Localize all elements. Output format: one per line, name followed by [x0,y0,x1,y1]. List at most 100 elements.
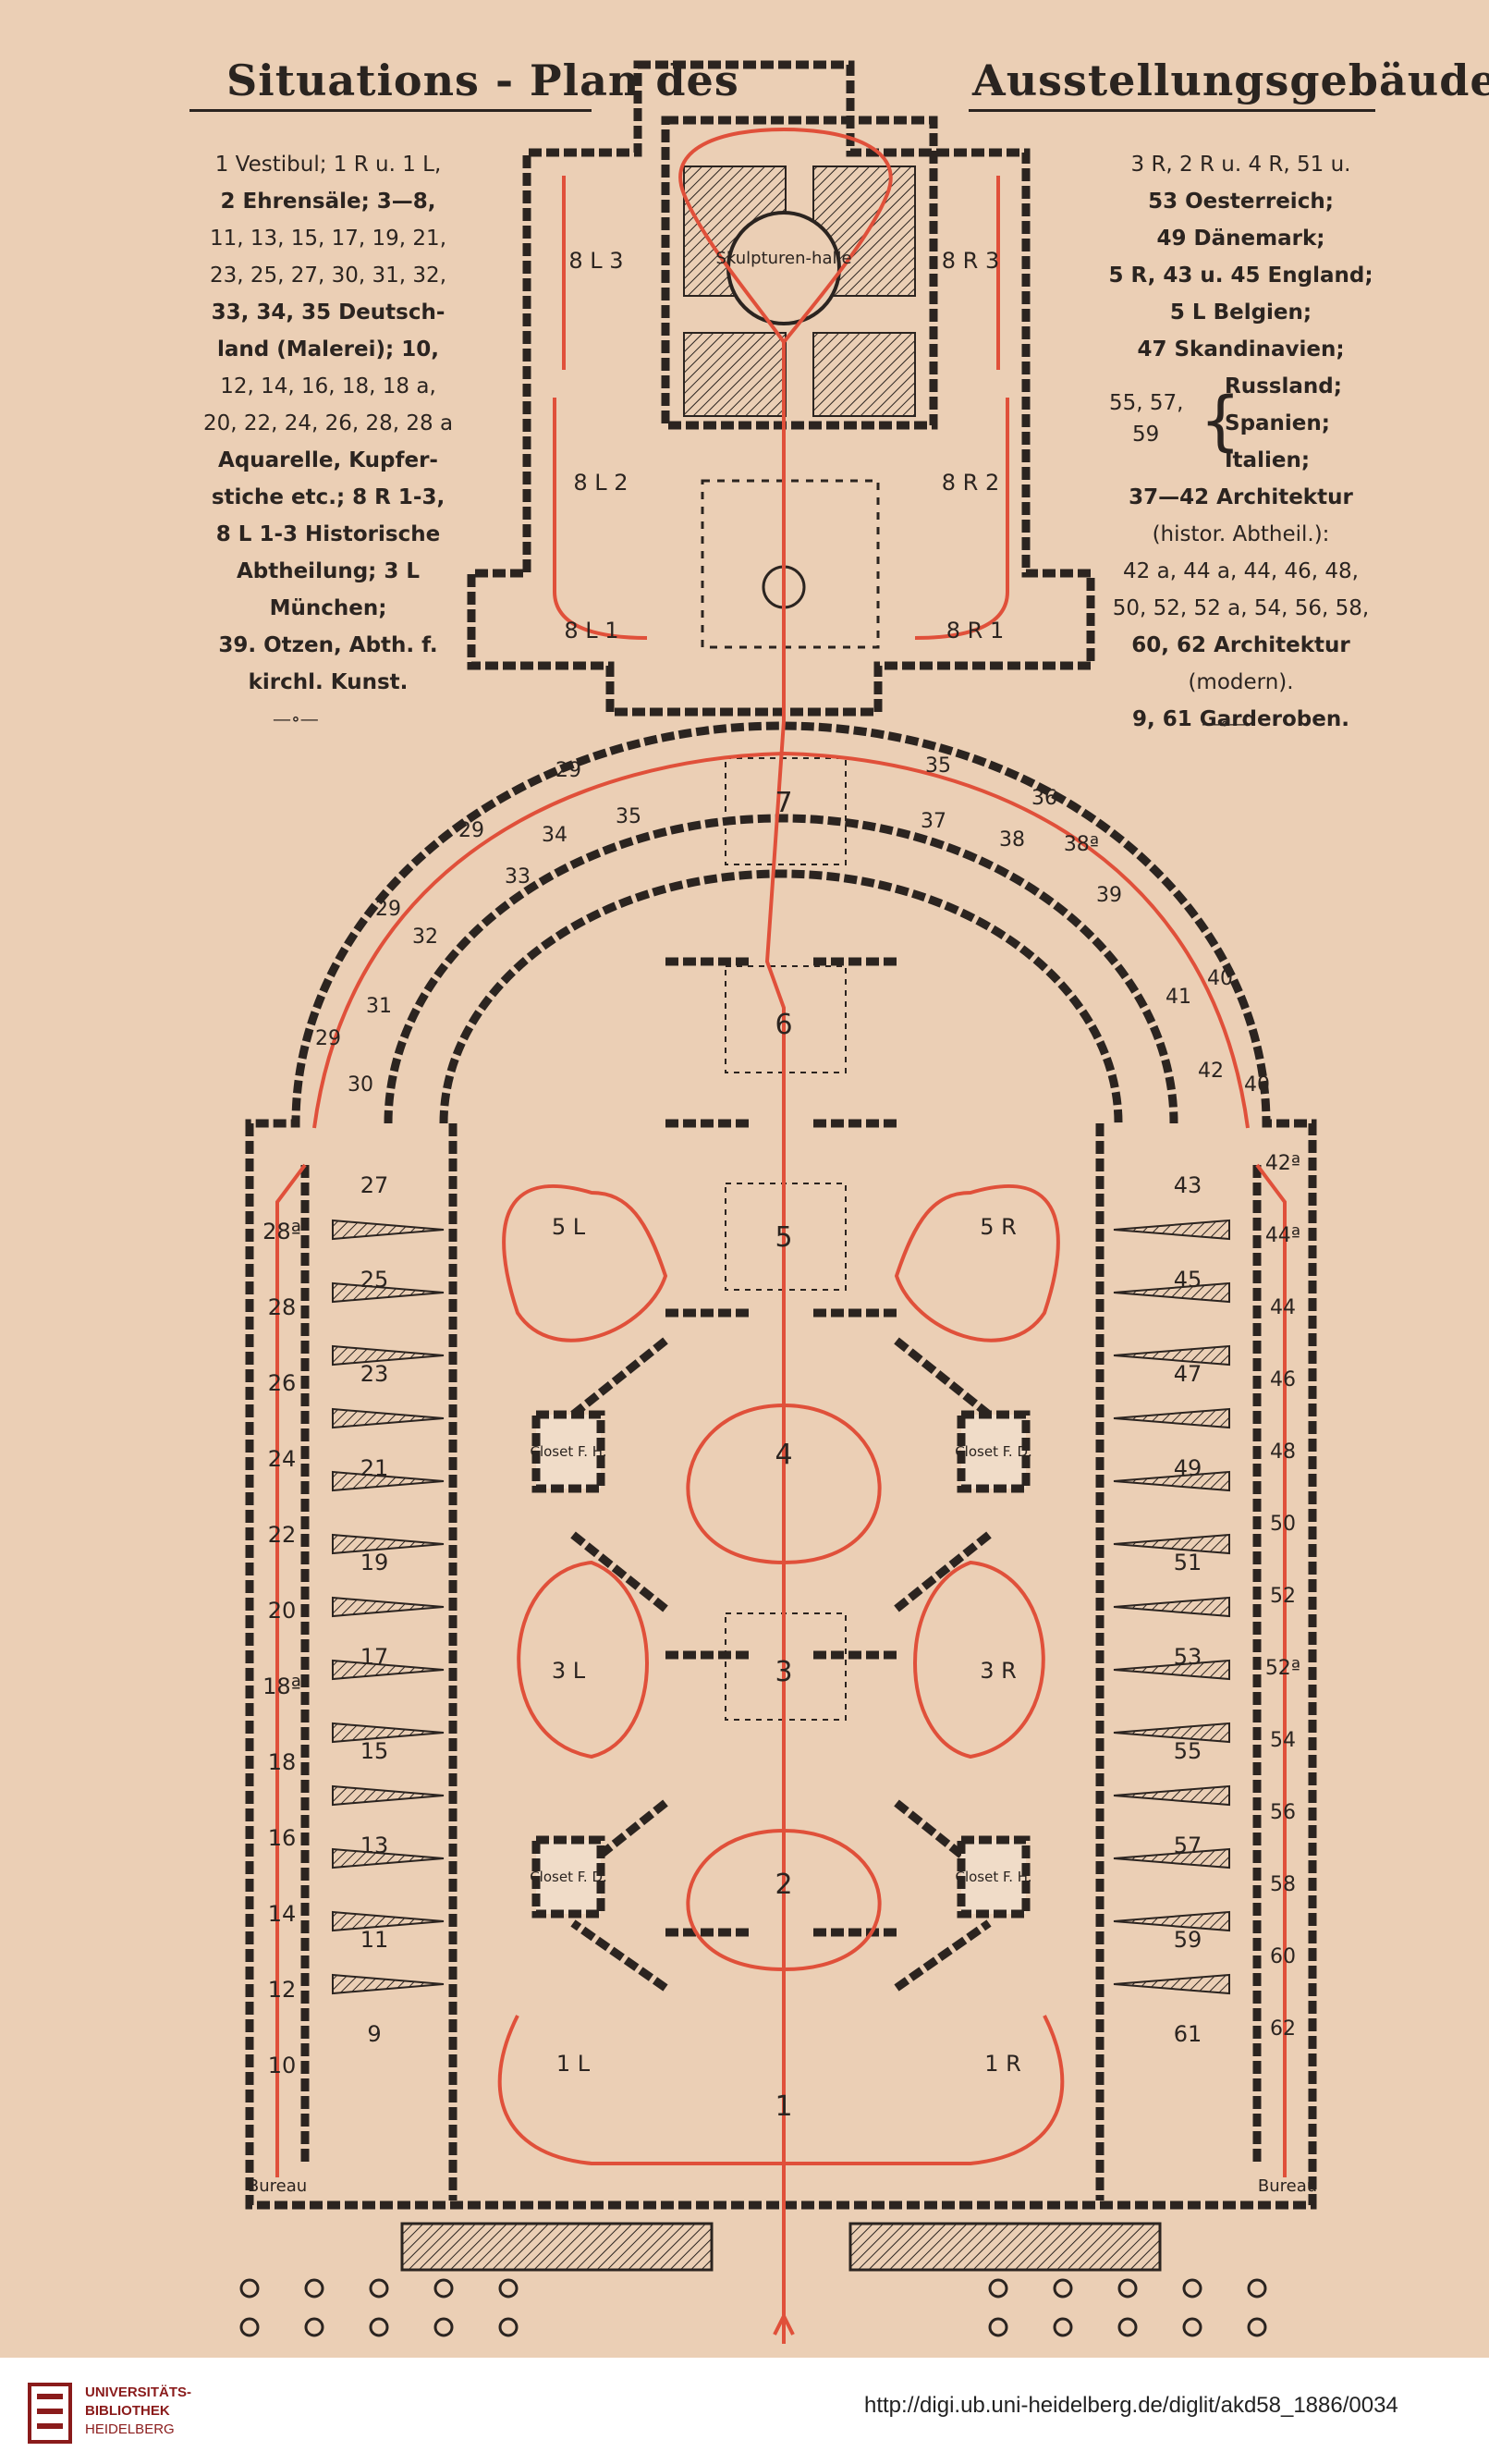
diagonal-wall [570,1531,668,1612]
legend-right-line: 5 R, 43 u. 45 England; [1108,264,1373,288]
ornament-right: —∘— [1202,712,1248,734]
visitor-route [553,176,1009,640]
tree-icon [498,2278,519,2299]
annex-wall [467,60,1095,717]
arc-room-label: 39 [1096,884,1122,907]
central-room-label: 7 [775,787,792,819]
paired-room-label: 8 R 2 [942,470,999,496]
arc-room-label: 29 [375,898,401,921]
legend-right-line: 3 R, 2 R u. 4 R, 51 u. [1130,153,1351,177]
arc-room-label: 33 [505,865,531,889]
gallery-label: 27 [360,1172,389,1198]
tree-icon [1117,2278,1138,2299]
closet-wall [957,1410,1031,1493]
cabinet-label: 46 [1270,1368,1296,1391]
legend-left-line: München; [269,596,387,620]
gallery-divider [1113,1281,1230,1304]
gallery-label: 9 [367,2021,381,2047]
diagonal-wall [570,1337,668,1418]
cabinet-label: 54 [1270,1729,1296,1752]
sculpture-hall-label: Skulpturen-halle [715,249,851,268]
cabinet-label: 28ª [262,1219,301,1244]
closet-wall [531,1835,605,1918]
arc-room-label: 40 [1244,1073,1270,1097]
closet-label: Closet F. D. [530,1869,607,1885]
gallery-divider [1113,1910,1230,1932]
legend-right-line: 47 Skandinavien; [1137,337,1345,362]
visitor-route [312,751,1250,1129]
visitor-route [502,1184,668,1342]
gallery-label: 49 [1174,1455,1202,1481]
inner-arc-wall-2 [439,869,1123,1124]
legend-left-line: 20, 22, 24, 26, 28, 28 a [202,411,454,435]
closet-wall [531,1410,605,1493]
legend-right-line: 53 Oesterreich; [1148,190,1334,214]
gallery-divider [332,1784,445,1807]
legend-left-line: 23, 25, 27, 30, 31, 32, [209,264,447,288]
legend-left-line: 33, 34, 35 Deutsch- [211,300,445,325]
paired-room-label: 3 R [980,1658,1017,1684]
cabinet-label: 10 [268,2053,297,2078]
tree-icon [1182,2317,1202,2337]
central-room-label: 3 [775,1656,792,1688]
arc-room-label: 38 [999,828,1025,852]
gallery-divider [332,1659,445,1681]
arc-room-label: 29 [315,1027,341,1050]
gallery-label: 11 [360,1927,389,1953]
legend-right-line: Russland; [1225,374,1342,398]
closet-label: Closet F. H. [530,1443,606,1460]
logo-line: HEIDELBERG [85,2421,175,2437]
logo-line: BIBLIOTHEK [85,2403,170,2419]
gallery-divider [332,1344,445,1367]
tree-icon [433,2317,454,2337]
visitor-route [686,1403,882,1565]
legend-right-line: Spanien; [1225,411,1330,435]
visitor-route [913,1560,1045,1759]
legend-left: 1 Vestibul; 1 R u. 1 L, 2 Ehrensäle; 3—8… [180,146,476,701]
arc-room-label: 42 [1198,1060,1224,1083]
annex-hall-outline [701,479,880,649]
inner-arc-wall [384,814,1178,1124]
legend-left-line: 39. Otzen, Abth. f. [218,633,438,657]
gallery-label: 57 [1174,1833,1202,1858]
sculpture-plinth [683,332,787,417]
arc-room-label: 38ª [1064,833,1099,856]
paired-room-label: 1 R [984,2051,1021,2077]
gallery-divider [1113,1659,1230,1681]
arc-room-label: 35 [925,754,951,778]
cabinet-label: 42ª [1265,1152,1300,1175]
legend-right-line: 60, 62 Architektur [1131,633,1350,657]
bureau-label: Bureau [248,2176,307,2196]
gallery-divider [1113,1219,1230,1241]
paired-room-label: 8 R 1 [946,618,1004,644]
legend-left-line: 12, 14, 16, 18, 18 a, [220,374,436,398]
gallery-label: 15 [360,1738,389,1764]
cabinet-label: 22 [268,1522,297,1548]
dashed-room-outline [725,757,847,865]
gallery-divider [1113,1596,1230,1618]
entrance-arrow-icon [773,2315,795,2335]
legend-left-line: land (Malerei); 10, [217,337,439,362]
visitor-route [497,2015,1065,2165]
paired-room-label: 1 L [556,2051,591,2077]
cabinet-label: 18ª [262,1673,301,1699]
gallery-divider [332,1910,445,1932]
tree-icon [369,2317,389,2337]
sculpture-court-wall [661,116,938,430]
arc-room-label: 34 [542,824,568,847]
source-url[interactable]: http://digi.ub.uni-heidelberg.de/diglit/… [864,2393,1398,2418]
closet-wall [957,1835,1031,1918]
arc-room-label: 29 [458,819,484,842]
cabinet-label: 24 [268,1446,297,1472]
gallery-label: 13 [360,1833,389,1858]
central-room-label: 1 [775,2090,792,2123]
gallery-divider [332,1847,445,1869]
gallery-label: 59 [1174,1927,1202,1953]
legend-right-line: 50, 52, 52 a, 54, 56, 58, [1112,596,1370,620]
paired-room-label: 5 L [552,1214,586,1240]
tree-icon [1053,2278,1073,2299]
gallery-divider [332,1470,445,1492]
cabinet-label: 52ª [1265,1657,1300,1680]
paired-room-label: 5 R [980,1214,1017,1240]
